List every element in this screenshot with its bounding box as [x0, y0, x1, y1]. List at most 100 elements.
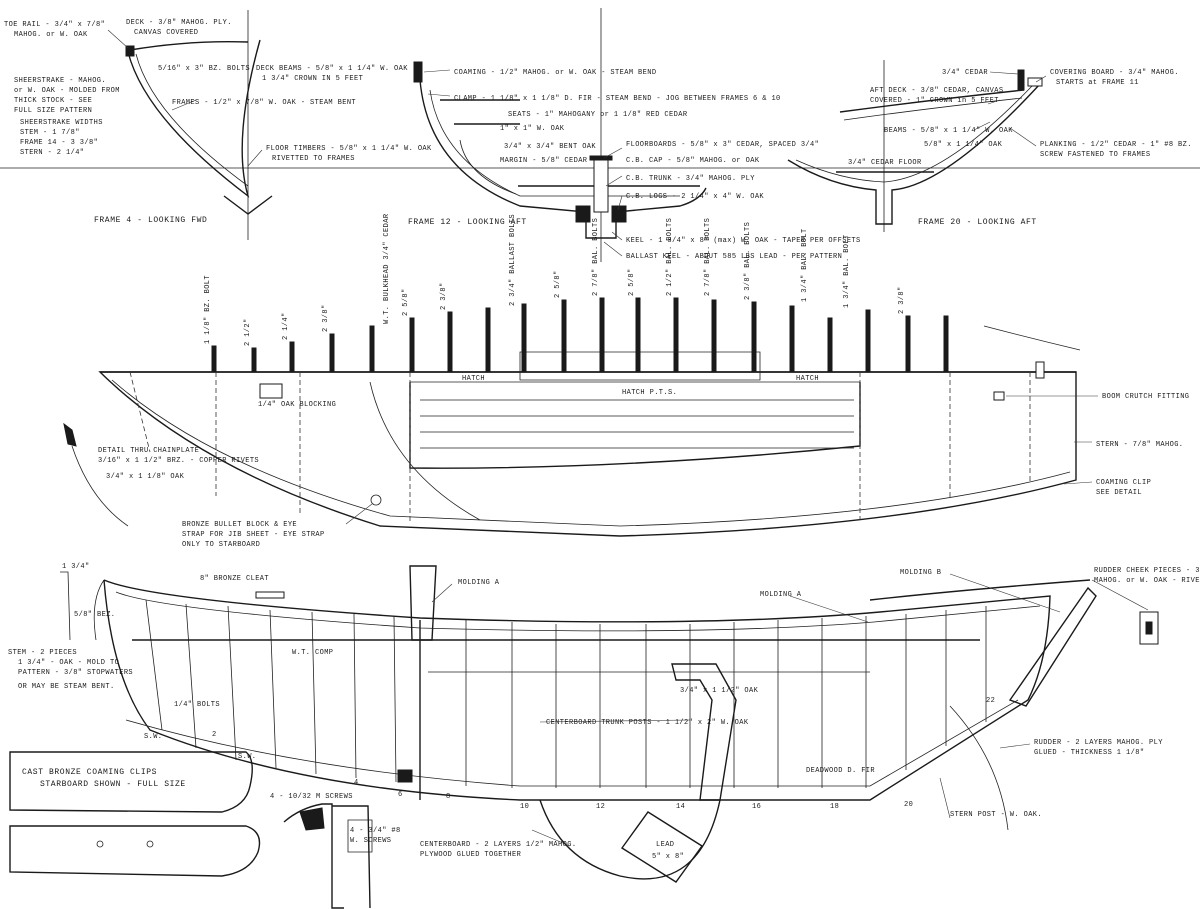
bolt-post [789, 305, 795, 373]
deck-label-2: CANVAS COVERED [134, 29, 198, 37]
bolt-post [409, 317, 415, 373]
rudder-label-2: GLUED - THICKNESS 1 1/8" [1034, 749, 1144, 757]
cleat-label: 8" BRONZE CLEAT [200, 575, 269, 583]
rudder-label: RUDDER - 2 LAYERS MAHOG. PLY [1034, 739, 1163, 747]
floorboards-label: FLOORBOARDS - 5/8" x 3" CEDAR, SPACED 3/… [626, 141, 819, 149]
screws-label-2: 4 - 3/4" #8 [350, 827, 401, 835]
stem-width-label: STEM - 1 7/8" [20, 129, 80, 137]
plan-frame-dashes [129, 371, 1031, 524]
stem-label-4: OR MAY BE STEAM BENT. [18, 683, 115, 691]
lead-label-2: 5" x 8" [652, 853, 684, 861]
bolt-post [561, 299, 567, 373]
bullet-block-label-3: ONLY TO STARBOARD [182, 541, 260, 549]
bolt-label: 2 1/4" [282, 312, 290, 340]
covering-board-label-2: STARTS at FRAME 11 [1056, 79, 1139, 87]
sw-label: S.W. [144, 733, 162, 741]
frame12-cb-cap [589, 155, 613, 161]
sheerstrake-label-3: THICK STOCK - SEE [14, 97, 92, 105]
plan-cockpit-outline [409, 382, 861, 469]
frame20-hull-outline [787, 83, 1041, 225]
stern-width-label: STERN - 2 1/4" [20, 149, 84, 157]
plan-stern-block [1035, 361, 1045, 379]
wt-comp-label: W.T. COMP [292, 649, 333, 657]
frame4-leader [171, 99, 197, 111]
profile-leader [431, 583, 453, 603]
clips-title: CAST BRONZE COAMING CLIPS [22, 768, 157, 777]
frame12-leader [605, 175, 623, 187]
frame20-frame-line [795, 85, 1033, 183]
bolt-label: 2 3/8" [440, 282, 448, 310]
stem-dim-label: 1 3/4" [62, 563, 90, 571]
frame12-bent-oak [459, 139, 517, 195]
planking-label-2: SCREW FASTENED TO FRAMES [1040, 151, 1150, 159]
screws-label: 4 - 10/32 M SCREWS [270, 793, 353, 801]
clip-screw-box [347, 819, 373, 853]
profile-leader [539, 719, 691, 723]
rudder-cheek-label: RUDDER CHEEK PIECES - 3/4" [1094, 567, 1200, 575]
frame12-coaming [413, 61, 423, 83]
bolt-label: W.T. BULKHEAD 3/4" CEDAR [383, 213, 391, 324]
frame20-covering-board [1027, 77, 1043, 87]
bolt-post [289, 341, 295, 373]
clip-section-coaming [332, 805, 371, 909]
profile-leader [999, 743, 1031, 749]
plan-leader [345, 503, 373, 525]
bullet-block-label: BRONZE BULLET BLOCK & EYE [182, 521, 297, 529]
stem-label: STEM - 2 PIECES [8, 649, 77, 657]
bolt-label: 2 1/2" BAL. BOLTS [666, 218, 674, 296]
profile-leader [789, 595, 869, 623]
floor-timbers-label: FLOOR TIMBERS - 5/8" x 1 1/4" W. OAK [266, 145, 432, 153]
profile-rudder-blade [949, 705, 1009, 831]
frame20-section: 3/4" CEDAR COVERING BOARD - 3/4" MAHOG. … [787, 69, 1192, 227]
profile-sheer-inner [115, 591, 1041, 632]
profile-keel-inner [125, 699, 1019, 787]
toe-rail-label: TOE RAIL - 3/4" x 7/8" [4, 21, 105, 29]
floor-timbers-label-2: RIVETTED TO FRAMES [272, 155, 355, 163]
bolts-label: 5/16" x 3" BZ. BOLTS [158, 65, 250, 73]
beams-label: BEAMS - 5/8" x 1 1/4" W. OAK [884, 127, 1013, 135]
deck-beams-label: DECK BEAMS - 5/8" x 1 1/4" W. OAK [256, 65, 408, 73]
oak-label: 3/4" x 1 1/8" OAK [106, 473, 185, 481]
profile-rudder-cheek-fill [1145, 621, 1153, 635]
profile-wt-bulkhead-post [409, 565, 437, 641]
station-number: 4 [354, 779, 359, 787]
deadwood-label: DEADWOOD D. FIR [806, 767, 875, 775]
bolt-post [599, 297, 605, 373]
aft-deck-label: AFT DECK - 3/8" CEDAR, CANVAS [870, 87, 1003, 95]
cb-posts-label: CENTERBOARD TRUNK POSTS - 1 1/2" x 2" W.… [546, 719, 749, 727]
clip-hole [96, 840, 104, 848]
stern-label: STERN - 7/8" MAHOG. [1096, 441, 1183, 449]
frame14-width-label: FRAME 14 - 3 3/8" [20, 139, 98, 147]
clip-section-fill [299, 807, 325, 831]
bez-label: 5/8" BEZ. [74, 611, 115, 619]
frame20-coaming [1017, 69, 1025, 91]
station-number: 16 [752, 803, 761, 811]
profile-centerboard [539, 799, 721, 880]
clip-outline-2 [9, 825, 261, 877]
centerboard-label: CENTERBOARD - 2 LAYERS 1/2" MAHOG. [420, 841, 576, 849]
station-number: 12 [596, 803, 605, 811]
profile-molding-b [869, 579, 1091, 601]
detail-label: DETAIL THRU CHAINPLATE [98, 447, 199, 455]
bolt-post [211, 345, 217, 373]
station-number: 6 [398, 791, 403, 799]
planking-label: PLANKING - 1/2" CEDAR - 1" #8 BZ. [1040, 141, 1192, 149]
bolt-label: 1 3/4" BAL. BOLT [843, 234, 851, 308]
plan-bulkhead-curve [369, 381, 481, 521]
frame20-leader [973, 121, 991, 131]
frame4-leader [247, 149, 263, 167]
cedar-label: 3/4" CEDAR [942, 69, 988, 77]
plan-chainplate [63, 422, 77, 447]
coaming-label: COAMING - 1/2" MAHOG. or W. OAK - STEAM … [454, 69, 656, 77]
bolt-label: 2 1/2" [244, 318, 252, 346]
frame12-title: FRAME 12 - LOOKING AFT [408, 218, 527, 227]
centerboard-label-2: PLYWOOD GLUED TOGETHER [420, 851, 522, 859]
cedar-floor-label: 3/4" CEDAR FLOOR [848, 159, 922, 167]
station-number: 10 [520, 803, 529, 811]
frame12-section: COAMING - 1/2" MAHOG. or W. OAK - STEAM … [408, 61, 860, 261]
frame12-cb-log-2 [611, 205, 627, 223]
stern-post-label: STERN POST - W. OAK. [950, 811, 1042, 819]
bolt-label: 2 3/4" BALLAST BOLTS [509, 214, 517, 306]
frame4-leader [107, 29, 129, 49]
clamp-label: CLAMP - 1 1/8" x 1 1/8" D. FIR - STEAM B… [454, 95, 781, 103]
